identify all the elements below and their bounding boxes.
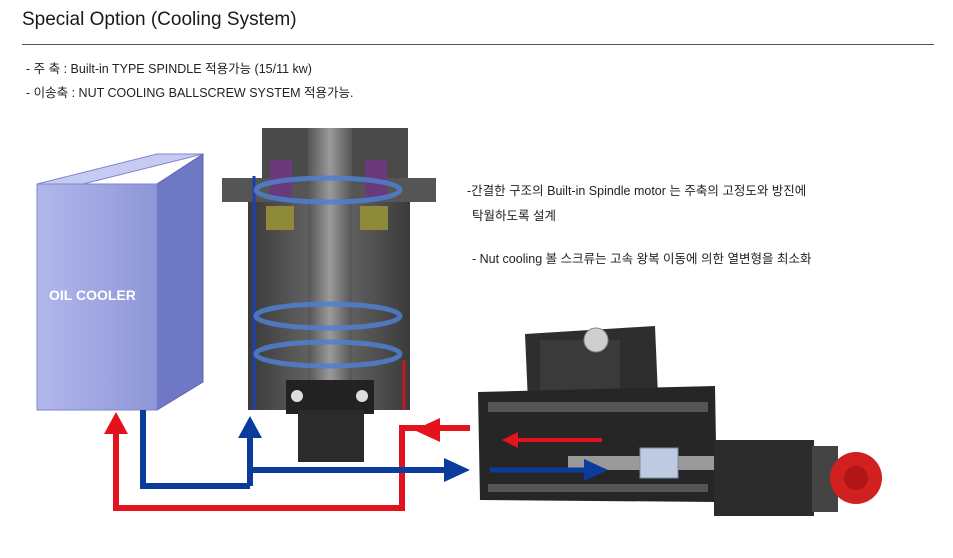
oil-cooler-label: OIL COOLER (49, 287, 136, 303)
ballscrew-description: - Nut cooling 볼 스크류는 고속 왕복 이동에 의한 열변형을 최… (472, 252, 812, 266)
coolant-supply-line (104, 412, 470, 511)
page-title: Special Option (Cooling System) (22, 9, 297, 30)
title-divider (22, 44, 934, 45)
spindle-description-cont: 탁월하도록 설계 (472, 209, 556, 223)
spindle-description: -간결한 구조의 Built-in Spindle motor 는 주축의 고정… (467, 184, 807, 198)
coolant-return-line (140, 410, 608, 489)
spindle-cross-section (222, 128, 436, 462)
oil-cooler: OIL COOLER (36, 153, 204, 411)
ballscrew-spec-line: - 이송축 : NUT COOLING BALLSCREW SYSTEM 적용가… (26, 86, 354, 100)
spindle-spec-line: - 주 축 : Built-in TYPE SPINDLE 적용가능 (15/1… (26, 62, 312, 76)
ballscrew-axis (478, 326, 882, 516)
